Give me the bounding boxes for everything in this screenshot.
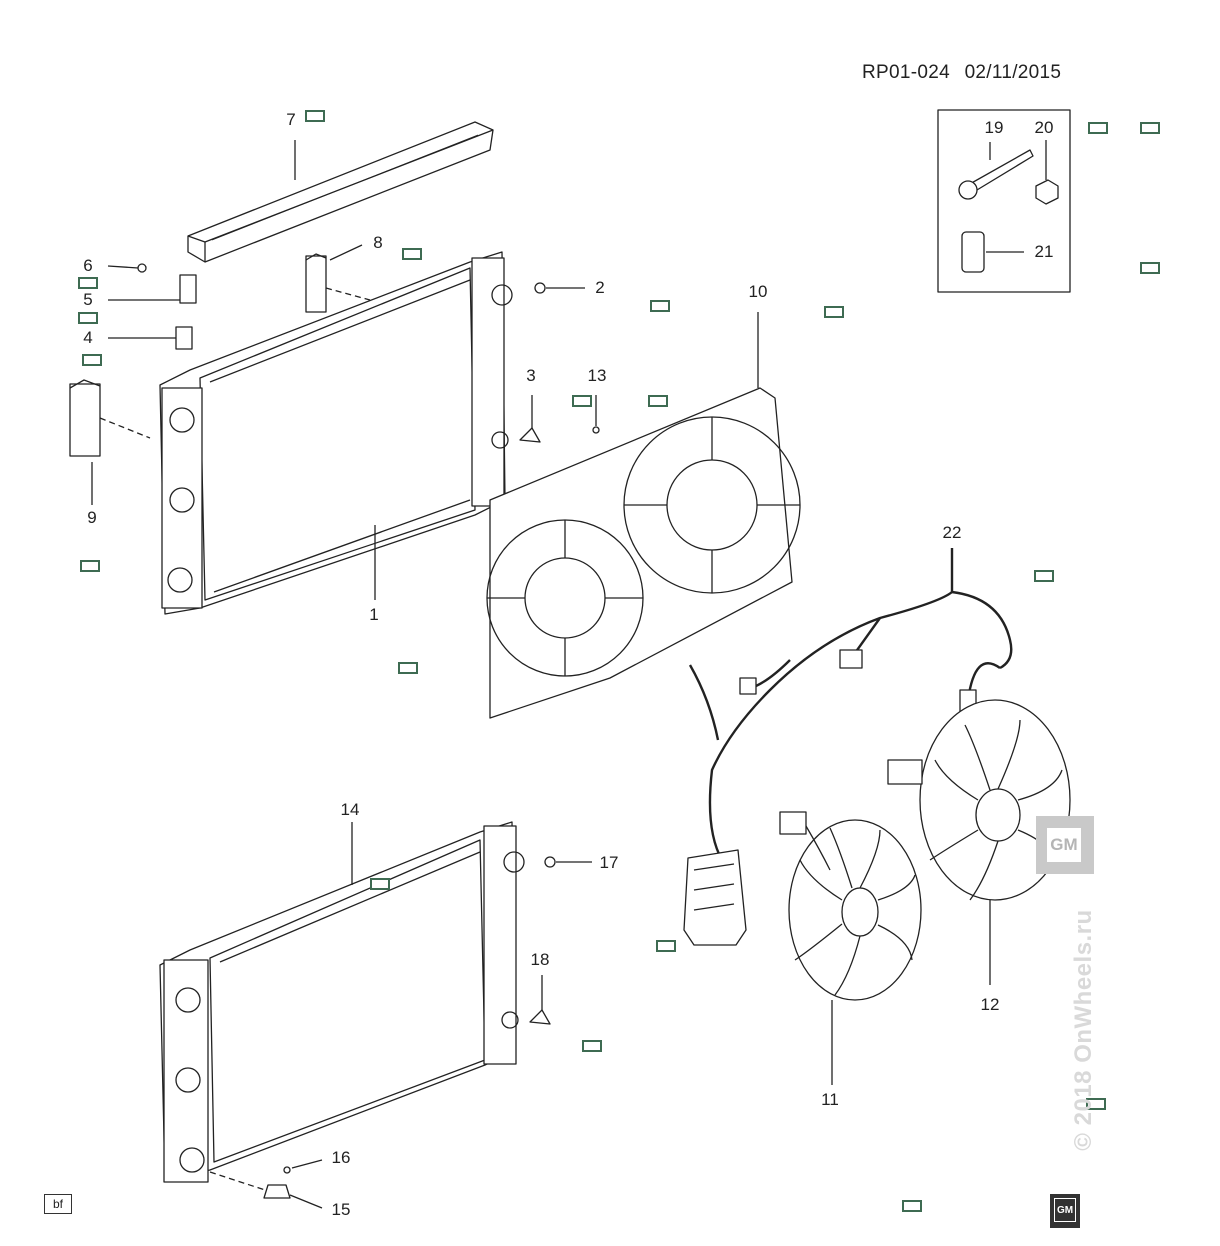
o-ring-16-part <box>283 1166 291 1174</box>
cooling-fan-12-part <box>887 699 1071 901</box>
watermark-text: © 2018 OnWheels.ru <box>1070 909 1097 1151</box>
hotspot-part-20[interactable] <box>1140 122 1160 134</box>
part-label-2: 2 <box>595 278 605 297</box>
part-label-11: 11 <box>821 1090 839 1109</box>
gm-logo-text: GM <box>1054 1198 1076 1222</box>
hotspot-part-2[interactable] <box>650 300 670 312</box>
bracket-18-part <box>529 1009 551 1025</box>
fan-control-module-part <box>683 849 747 946</box>
radiator-lower-part <box>159 821 525 1183</box>
hotspot-part-13[interactable] <box>648 395 668 407</box>
hotspot-part-10[interactable] <box>824 306 844 318</box>
hotspot-part-5[interactable] <box>78 312 98 324</box>
hotspot-part-12[interactable] <box>1086 1098 1106 1110</box>
part-label-20: 20 <box>1034 118 1054 137</box>
corner-tag: bf <box>44 1194 72 1214</box>
part-label-13: 13 <box>587 366 607 385</box>
part-label-22: 22 <box>942 523 962 542</box>
mount-4-part <box>175 326 193 350</box>
hotspot-part-3[interactable] <box>572 395 592 407</box>
hotspot-part-19[interactable] <box>1088 122 1108 134</box>
hotspot-fan-module[interactable] <box>656 940 676 952</box>
hotspot-part-11[interactable] <box>902 1200 922 1212</box>
part-label-3: 3 <box>526 366 536 385</box>
hotspot-part-14[interactable] <box>370 878 390 890</box>
part-label-15: 15 <box>331 1200 351 1219</box>
hotspot-part-9[interactable] <box>80 560 100 572</box>
part-label-19: 19 <box>984 118 1004 137</box>
bolt-6-part <box>137 263 147 273</box>
diagram-reference: RP01-024 <box>862 62 950 83</box>
hotspot-part-21[interactable] <box>1140 262 1160 274</box>
part-label-21: 21 <box>1034 242 1054 261</box>
part-label-18: 18 <box>530 950 550 969</box>
part-label-17: 17 <box>599 853 619 872</box>
part-label-14: 14 <box>340 800 360 819</box>
part-label-1: 1 <box>369 605 379 624</box>
gm-watermark-logo: GM <box>1036 816 1094 874</box>
seal-8-part <box>305 255 327 313</box>
hotspot-part-18[interactable] <box>582 1040 602 1052</box>
diagram-header: RP01-024 02/11/2015 <box>862 62 1070 84</box>
part-label-4: 4 <box>83 328 93 347</box>
bracket-3-part <box>519 427 541 443</box>
hotspot-part-6[interactable] <box>78 277 98 289</box>
part-label-10: 10 <box>748 282 768 301</box>
part-label-5: 5 <box>83 290 93 309</box>
spacer-21-part <box>961 231 985 273</box>
cooling-fan-11-part <box>779 811 922 1001</box>
bolt-19-part <box>958 149 1034 200</box>
part-label-8: 8 <box>373 233 383 252</box>
part-label-16: 16 <box>331 1148 351 1167</box>
upper-cover-part <box>187 121 494 263</box>
part-label-12: 12 <box>980 995 1000 1014</box>
seal-9-part <box>69 383 101 457</box>
radiator-upper-part <box>159 251 513 615</box>
nut-20-part <box>1035 179 1059 205</box>
diagram-date: 02/11/2015 <box>964 62 1062 83</box>
fan-shroud-part <box>486 387 801 719</box>
hotspot-part-22[interactable] <box>1034 570 1054 582</box>
hotspot-part-8[interactable] <box>402 248 422 260</box>
part-label-6: 6 <box>83 256 93 275</box>
gm-logo: GM <box>1050 1194 1080 1228</box>
bolt-2-part <box>534 282 546 294</box>
gm-watermark-text: GM <box>1047 828 1081 862</box>
clip-13-part <box>592 426 600 434</box>
hotspot-part-7[interactable] <box>305 110 325 122</box>
part-label-9: 9 <box>87 508 97 527</box>
part-label-7: 7 <box>286 110 296 129</box>
bracket-5-part <box>179 274 197 304</box>
bolt-17-part <box>544 856 556 868</box>
plug-15-part <box>263 1184 291 1199</box>
hotspot-part-1[interactable] <box>398 662 418 674</box>
hotspot-part-4[interactable] <box>82 354 102 366</box>
